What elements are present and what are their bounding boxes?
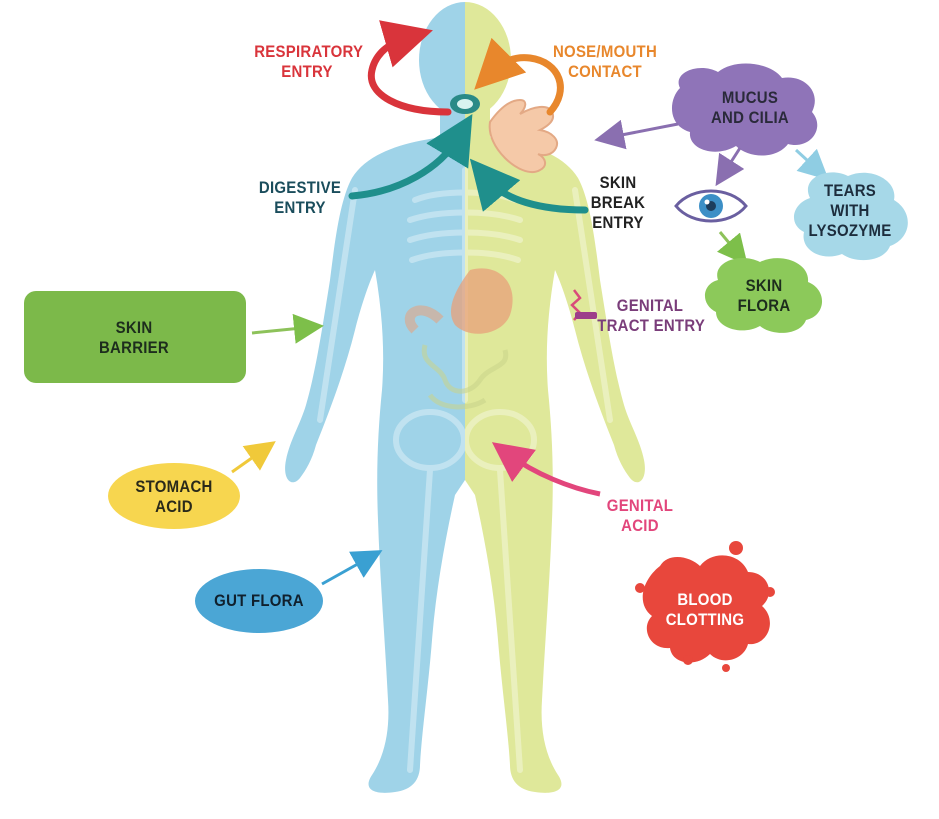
genital-acid-arrow [491,442,601,497]
blood-clotting-label: BLOOD CLOTTING [661,590,749,630]
eye-arrow-flora [716,231,748,266]
digestive-entry-label: DIGESTIVE ENTRY [252,178,349,218]
mucus-line-2: AND CILIA [710,108,789,127]
genital-tract-line-1: GENITAL [616,296,684,315]
skin-flora-line-2: FLORA [737,296,791,315]
genital-acid-line-1: GENITAL [606,496,674,515]
gut-flora-label: GUT FLORA [207,591,311,611]
skin-barrier-arrow [251,313,324,344]
skin-flora-blob [704,258,823,333]
mucus-cilia-label: MUCUS AND CILIA [697,88,803,128]
tears-blob [793,172,908,261]
hand-icon [488,98,558,174]
gut-flora-oval [195,569,323,633]
mucus-arrow-eye [715,147,745,187]
tears-line-1: TEARS [823,181,877,200]
stomach-acid-line-1: STOMACH [135,477,213,496]
genital-tract-marker [570,289,597,321]
tears-line-3: LYSOZYME [808,221,892,240]
blood-clotting-line-1: BLOOD [677,590,733,609]
skin-break-entry-label: SKIN BREAK ENTRY [583,173,653,233]
mucus-line-1: MUCUS [721,88,779,107]
genital-tract-line-2: TRACT ENTRY [597,316,706,335]
nose-mouth-arrow [474,37,564,116]
gut-flora-arrow [321,550,383,586]
stomach-acid-label: STOMACH ACID [125,477,224,517]
mucus-arrow-left [594,119,679,150]
nose-mouth-contact-label: NOSE/MOUTH CONTACT [548,42,662,82]
skin-barrier-line-2: BARRIER [98,338,169,357]
respiratory-arrow [367,20,452,116]
digestive-line-2: ENTRY [274,198,326,217]
skin-barrier-line-1: SKIN [115,318,153,337]
blood-splat [635,541,775,672]
gut-flora-line-1: GUT FLORA [214,591,304,610]
blood-clotting-line-2: CLOTTING [665,610,745,629]
skin-barrier-label: SKIN BARRIER [72,318,195,358]
skin-flora-line-1: SKIN [745,276,783,295]
stomach-acid-oval [108,463,240,529]
digestive-arrow [348,113,473,200]
digestive-line-1: DIGESTIVE [258,178,342,197]
organs [404,268,513,410]
skin-break-line-3: ENTRY [592,213,644,232]
respiratory-entry-label: RESPIRATORY ENTRY [254,42,364,82]
skin-barrier-box [24,291,246,383]
tears-lysozyme-label: TEARS WITH LYSOZYME [802,181,899,241]
skin-break-line-1: SKIN [599,173,637,192]
stomach-acid-line-2: ACID [155,497,193,516]
mouth-inner [457,99,473,109]
skin-flora-label: SKIN FLORA [727,276,801,316]
genital-acid-label: GENITAL ACID [596,496,684,536]
mucus-cilia-blob [671,63,818,156]
genital-tract-entry-label: GENITAL TRACT ENTRY [597,296,706,336]
stomach-acid-arrow [231,441,276,474]
mucus-arrow-tears [794,148,829,181]
nose-mouth-line-1: NOSE/MOUTH [552,42,658,61]
genital-acid-line-2: ACID [621,516,659,535]
tears-line-2: WITH [830,201,870,220]
respiratory-line-1: RESPIRATORY [254,42,364,61]
respiratory-line-2: ENTRY [281,62,333,81]
nose-mouth-line-2: CONTACT [568,62,642,81]
eye-icon [674,189,748,223]
skin-break-arrow [469,158,589,214]
skin-break-line-2: BREAK [590,193,646,212]
